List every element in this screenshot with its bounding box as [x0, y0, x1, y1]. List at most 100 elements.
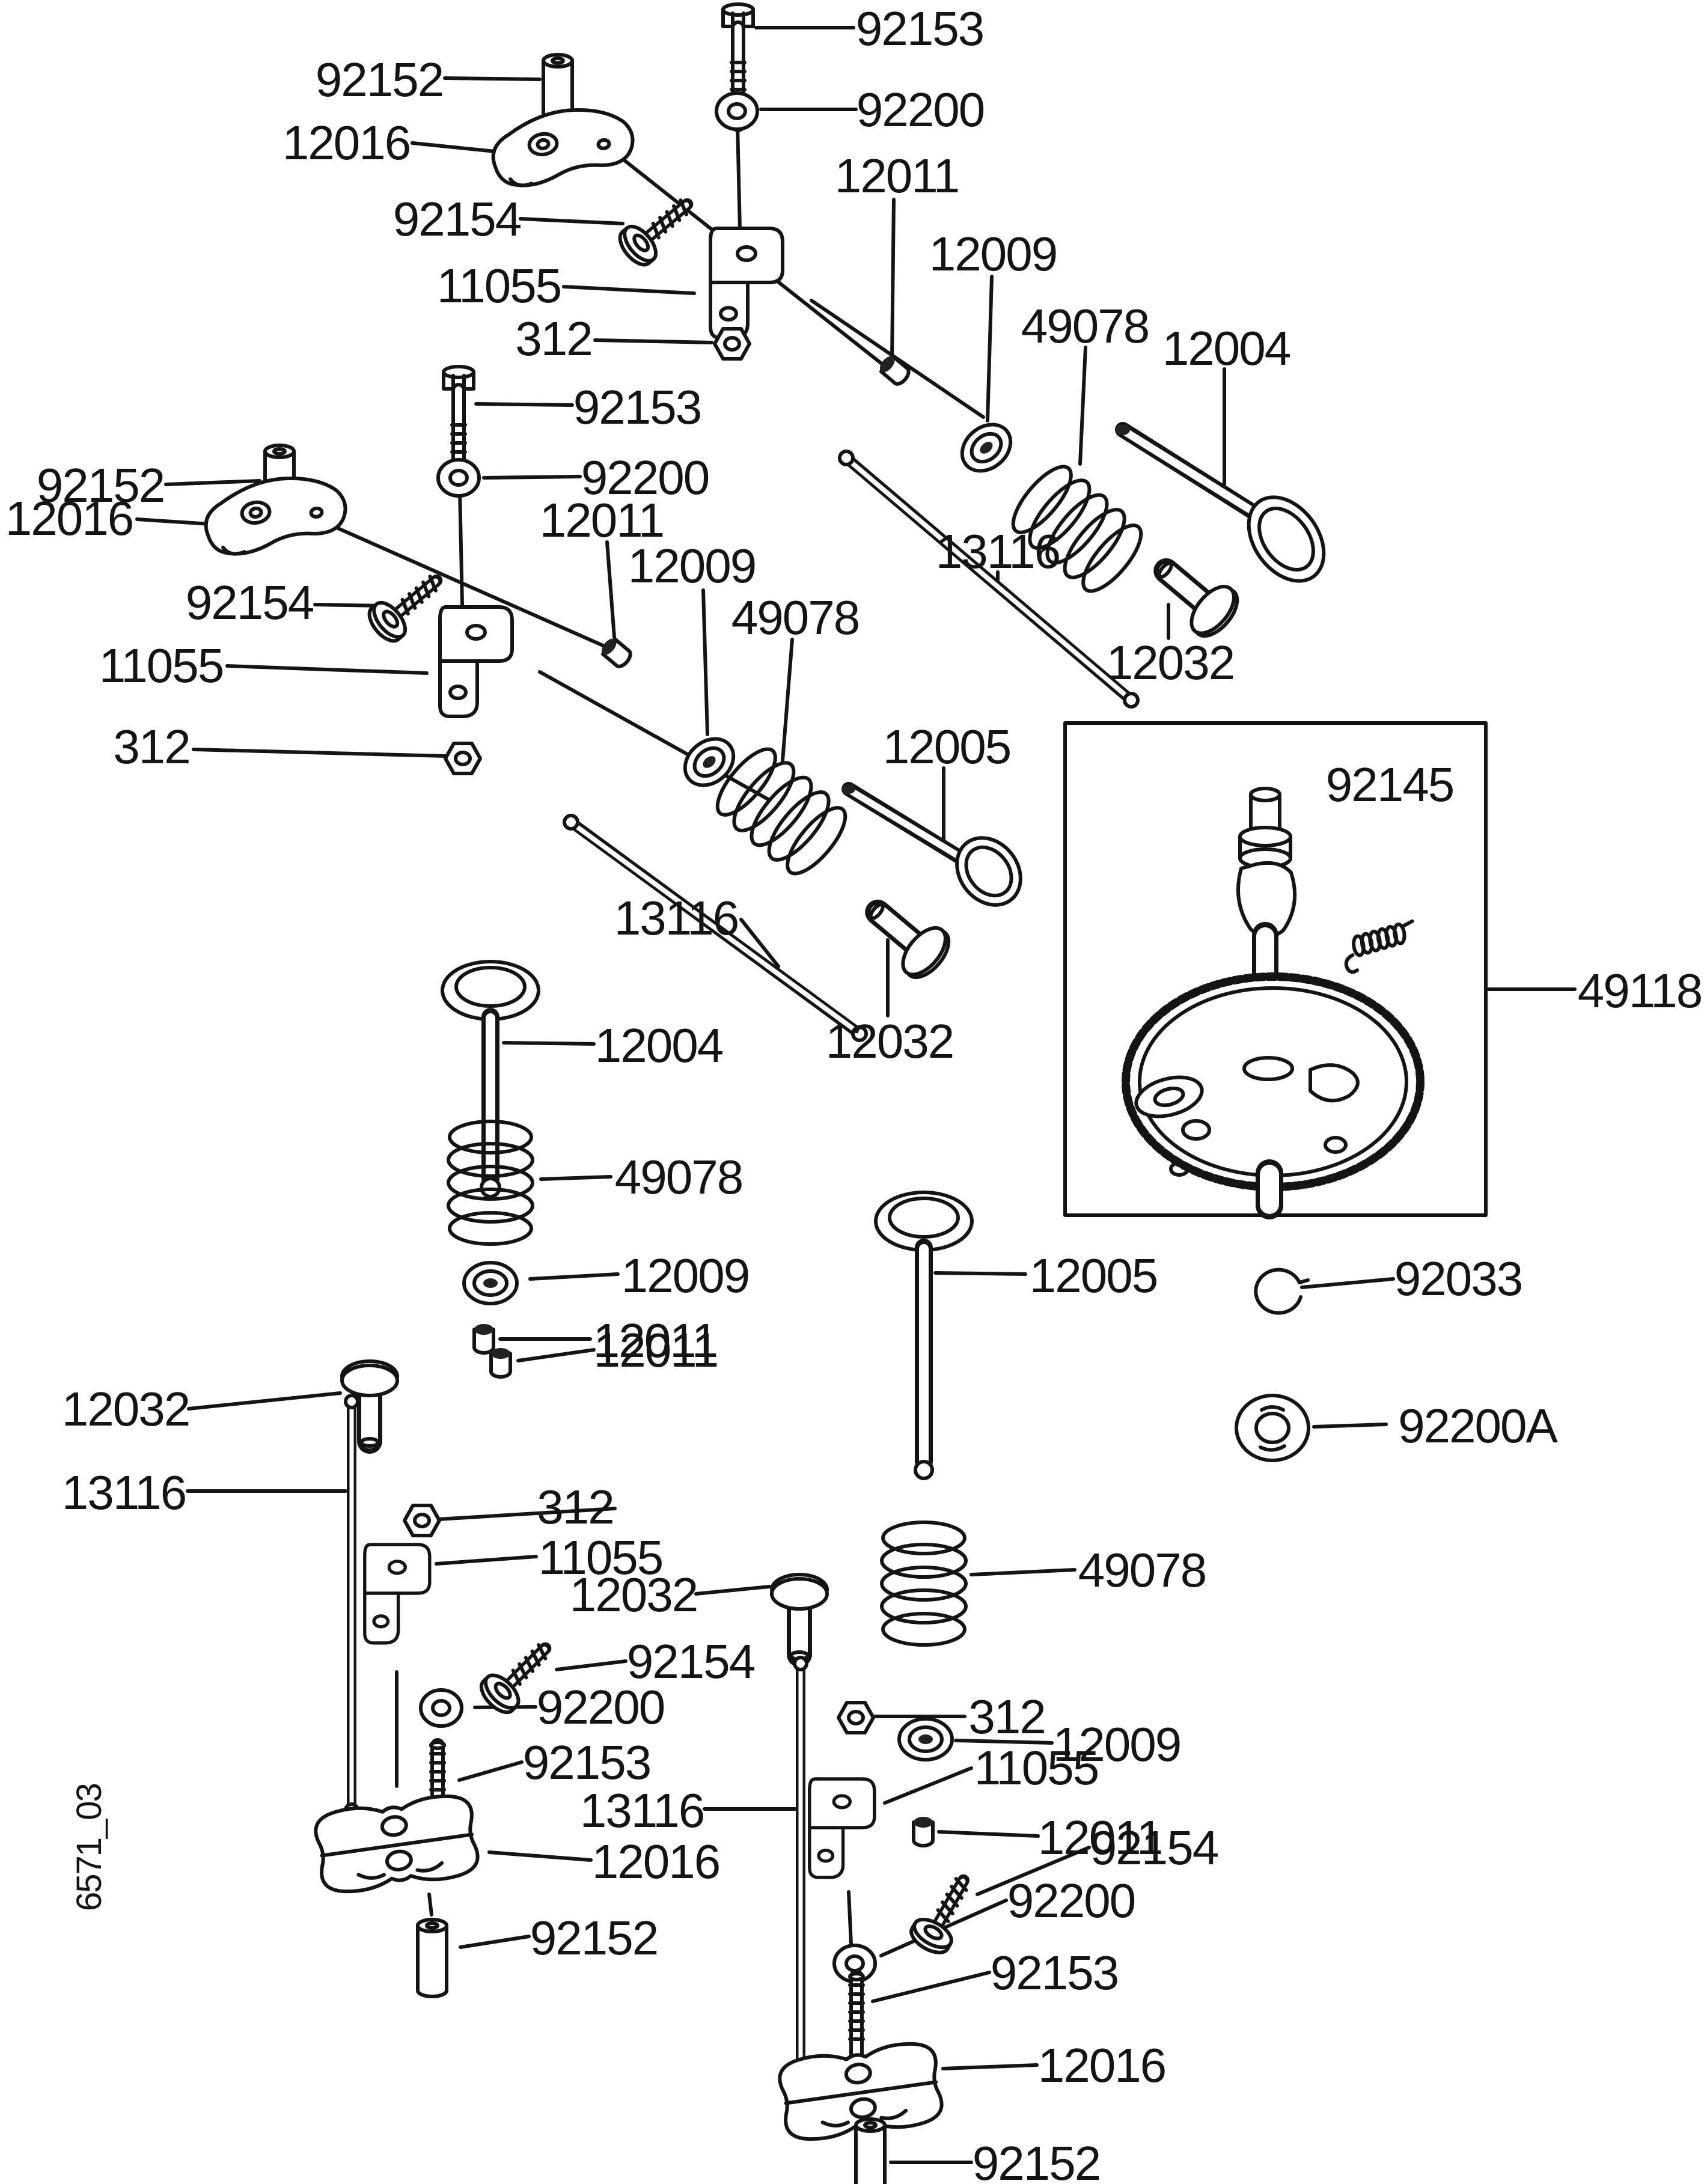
part-label-92152[interactable]: 92152	[37, 459, 165, 512]
part-label-92153[interactable]: 92153	[856, 2, 985, 55]
part-label-12011[interactable]: 12011	[593, 1314, 719, 1367]
part-label-312[interactable]: 312	[515, 312, 593, 365]
lifter-12032-drawing	[772, 1575, 827, 1659]
part-label-92200[interactable]: 92200	[537, 1680, 665, 1734]
part-label-312[interactable]: 312	[968, 1690, 1046, 1743]
nut-312-drawing	[838, 1703, 873, 1733]
pin-92152-drawing	[418, 1920, 447, 1996]
cap-12011-drawing	[474, 1324, 493, 1353]
part-label-49078[interactable]: 49078	[1021, 299, 1150, 353]
part-label-11055[interactable]: 11055	[539, 1531, 664, 1584]
part-label-92200A[interactable]: 92200A	[1398, 1399, 1559, 1453]
part-label-12032[interactable]: 12032	[826, 1014, 954, 1068]
part-label-13116[interactable]: 13116	[936, 525, 1061, 578]
part-label-11055[interactable]: 11055	[437, 259, 563, 313]
part-label-12011[interactable]: 12011	[835, 149, 960, 203]
lifter-12032-drawing	[857, 888, 957, 984]
part-label-12004[interactable]: 12004	[1162, 322, 1292, 375]
part-label-12005[interactable]: 12005	[1030, 1249, 1158, 1302]
part-label-12016[interactable]: 12016	[282, 116, 411, 169]
part-label-12032[interactable]: 12032	[1107, 636, 1235, 689]
part-label-92153[interactable]: 92153	[523, 1736, 652, 1789]
part-label-12011[interactable]: 12011	[1038, 1811, 1164, 1864]
assembly-set2	[201, 367, 1022, 1042]
part-label-92152[interactable]: 92152	[973, 2137, 1101, 2184]
valve-12005-drawing	[841, 782, 1022, 907]
screw-92154-drawing	[907, 1870, 982, 1959]
part-label-92200[interactable]: 92200	[857, 83, 985, 136]
pushrod-13116-drawing	[793, 1656, 808, 2140]
retainer-12009-drawing	[464, 1263, 517, 1304]
retainer-12009-drawing	[676, 730, 742, 795]
nut-312-drawing	[445, 743, 480, 773]
valve-stack-right	[874, 1191, 1309, 1846]
part-label-49078[interactable]: 49078	[731, 591, 860, 644]
part-label-12005[interactable]: 12005	[883, 720, 1012, 773]
part-label-12009[interactable]: 12009	[628, 539, 757, 593]
valve-12004-drawing	[441, 960, 540, 1198]
rocker-arm-12016-drawing	[488, 102, 637, 190]
screw-92154-drawing	[614, 189, 700, 270]
pivot-11055-drawing	[365, 1545, 430, 1643]
pivot-11055-drawing	[440, 607, 512, 716]
pin-92152-drawing	[856, 2119, 885, 2184]
part-label-49078[interactable]: 49078	[1078, 1543, 1207, 1597]
part-label-11055[interactable]: 11055	[974, 1741, 1100, 1795]
cap-12011-drawing	[914, 1817, 933, 1846]
washer-92200-drawing	[716, 93, 757, 129]
part-label-49118[interactable]: 49118	[1578, 964, 1703, 1017]
cap-12011-drawing	[877, 353, 911, 386]
part-label-13116[interactable]: 13116	[580, 1784, 706, 1837]
cap-12011-drawing	[491, 1348, 510, 1377]
camshaft-box	[1063, 721, 1488, 1219]
ring-92033-drawing	[1256, 1270, 1308, 1313]
assembly-bottom-left	[313, 1348, 827, 1996]
part-label-92154[interactable]: 92154	[1090, 1821, 1220, 1874]
rocker-arm-12016-drawing	[313, 1792, 480, 1896]
pushrod-13116-drawing	[838, 450, 1140, 709]
part-label-12016[interactable]: 12016	[5, 492, 134, 545]
retainer-12009-drawing	[953, 415, 1019, 481]
part-label-12016[interactable]: 12016	[592, 1835, 721, 1888]
part-label-92200[interactable]: 92200	[1007, 1874, 1136, 1927]
pushrod-13116-drawing	[563, 814, 868, 1042]
part-label-92153[interactable]: 92153	[573, 380, 702, 434]
washer-92200A-drawing	[1236, 1396, 1309, 1460]
screw-92154-drawing	[364, 565, 450, 647]
part-label-92153[interactable]: 92153	[991, 1946, 1119, 1999]
part-label-12009[interactable]: 12009	[929, 227, 1058, 281]
part-label-92145[interactable]: 92145	[1326, 758, 1455, 811]
pivot-11055-drawing	[810, 1779, 875, 1877]
part-label-312[interactable]: 312	[537, 1480, 614, 1534]
part-label-92152[interactable]: 92152	[316, 53, 444, 106]
part-label-12011[interactable]: 12011	[540, 493, 665, 547]
part-label-12011[interactable]: 12011	[594, 1323, 719, 1377]
valve-12004-drawing	[1115, 422, 1326, 583]
part-label-92033[interactable]: 92033	[1394, 1252, 1523, 1305]
assembly-bottom-right	[777, 1656, 982, 2184]
part-label-12032[interactable]: 12032	[570, 1568, 698, 1621]
part-label-11055[interactable]: 11055	[99, 639, 225, 692]
part-label-12032[interactable]: 12032	[62, 1382, 191, 1436]
part-label-92152[interactable]: 92152	[530, 1911, 659, 1965]
part-label-49078[interactable]: 49078	[615, 1150, 744, 1204]
part-label-12009[interactable]: 12009	[621, 1249, 750, 1302]
part-label-12016[interactable]: 12016	[1038, 2039, 1167, 2092]
part-label-312[interactable]: 312	[113, 720, 191, 773]
part-label-13116[interactable]: 13116	[62, 1466, 188, 1519]
part-label-92154[interactable]: 92154	[627, 1635, 756, 1688]
part-label-92154[interactable]: 92154	[186, 576, 315, 629]
washer-92200-drawing	[438, 460, 479, 496]
camshaft-49118-drawing	[1122, 787, 1425, 1219]
part-label-92154[interactable]: 92154	[393, 192, 522, 246]
nut-312-drawing	[715, 329, 750, 359]
assembly-set1	[488, 4, 1326, 709]
part-label-13116[interactable]: 13116	[614, 891, 740, 945]
cap-12011-drawing	[599, 636, 633, 669]
part-label-92200[interactable]: 92200	[581, 451, 710, 504]
part-label-12009[interactable]: 12009	[1053, 1718, 1182, 1771]
part-label-12004[interactable]: 12004	[595, 1019, 724, 1072]
pivot-11055-drawing	[710, 228, 783, 338]
